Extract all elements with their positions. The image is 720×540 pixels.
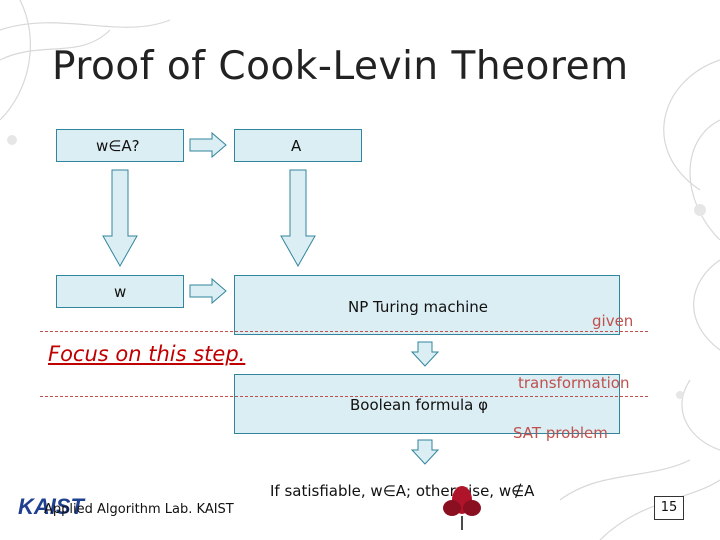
w-in-a-box bbox=[56, 129, 184, 162]
down-arrow-left bbox=[102, 169, 138, 268]
focus-note: Focus on this step. bbox=[48, 342, 246, 366]
slide-title: Proof of Cook-Levin Theorem bbox=[52, 44, 629, 89]
down-arrow-right bbox=[280, 169, 316, 268]
small-down-arrow-1 bbox=[410, 341, 440, 367]
w-label: w bbox=[114, 283, 127, 301]
dashed-line-upper bbox=[40, 331, 648, 332]
small-down-arrow-2 bbox=[410, 439, 440, 465]
w-in-a-label: w∈A? bbox=[96, 137, 140, 155]
sat-problem-label: SAT problem bbox=[513, 424, 608, 442]
boolean-formula-label: Boolean formula φ bbox=[350, 396, 489, 414]
np-turing-machine-box bbox=[234, 275, 620, 335]
page-number: 15 bbox=[654, 496, 684, 520]
w-box bbox=[56, 275, 184, 308]
dashed-line-lower bbox=[40, 396, 648, 397]
np-turing-machine-label: NP Turing machine bbox=[348, 298, 489, 316]
right-arrow-middle bbox=[189, 277, 227, 305]
right-arrow-top bbox=[189, 131, 227, 159]
given-label: given bbox=[592, 312, 634, 330]
a-box bbox=[234, 129, 362, 162]
transformation-label: transformation bbox=[518, 374, 630, 392]
boolean-formula-box bbox=[234, 374, 620, 434]
footer-lab-name: Applied Algorithm Lab. KAIST bbox=[44, 502, 234, 517]
kaist-logo: KAIST bbox=[18, 494, 84, 519]
a-label: A bbox=[291, 137, 302, 155]
